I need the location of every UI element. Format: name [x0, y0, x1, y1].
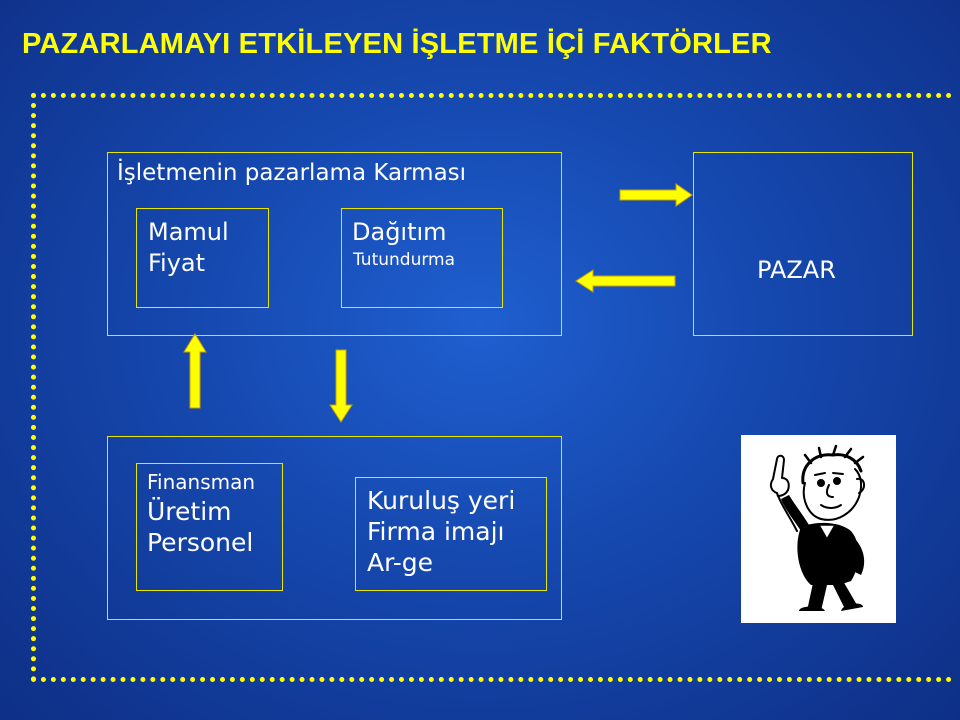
distribution-promotion-box: [341, 208, 503, 308]
internal-factors-box: [107, 436, 562, 620]
arrow-left-icon: [575, 269, 676, 293]
marketing-mix-heading: İşletmenin pazarlama Karması: [117, 160, 467, 186]
label-firma-imaji: Firma imajı: [367, 517, 505, 546]
market-label: PAZAR: [757, 256, 836, 284]
location-image-rnd-box: [355, 477, 547, 591]
finance-production-personnel-box: [136, 463, 283, 591]
label-kurulus-yeri: Kuruluş yeri: [367, 486, 516, 515]
page-title: PAZARLAMAYI ETKİLEYEN İŞLETME İÇİ FAKTÖR…: [22, 28, 772, 60]
label-dagitim: Dağıtım: [352, 218, 447, 246]
label-finansman: Finansman: [147, 470, 256, 494]
label-mamul: Mamul: [148, 218, 229, 246]
market-box: [693, 152, 913, 336]
arrow-down-icon: [329, 349, 353, 423]
marketing-mix-box: [107, 152, 562, 336]
label-ar-ge: Ar-ge: [367, 548, 434, 577]
label-personel: Personel: [147, 528, 254, 557]
dotted-frame: [31, 93, 952, 682]
label-tutundurma: Tutundurma: [353, 250, 456, 270]
thinking-man-illustration: [741, 435, 896, 623]
label-fiyat: Fiyat: [148, 249, 206, 277]
arrow-up-icon: [183, 333, 207, 409]
arrow-right-icon: [619, 183, 693, 207]
label-uretim: Üretim: [147, 497, 232, 526]
product-price-box: [136, 208, 269, 308]
